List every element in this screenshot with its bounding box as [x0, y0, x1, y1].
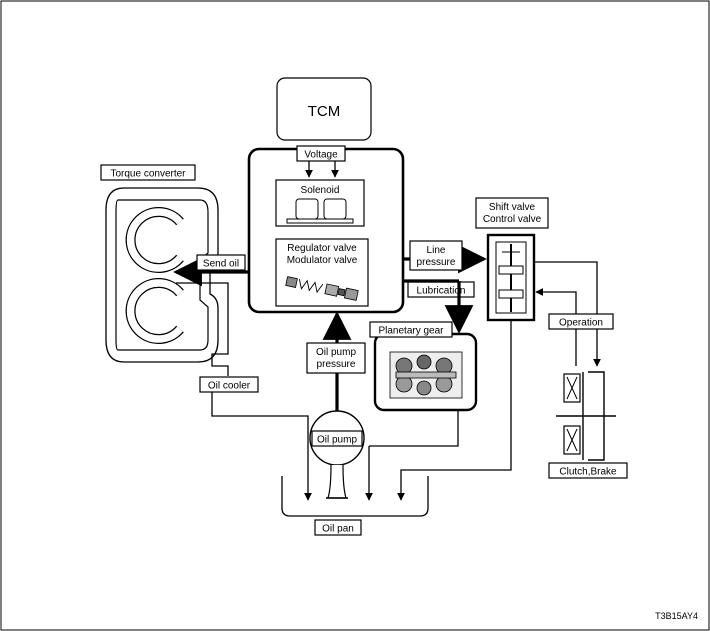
operation-line-out	[534, 261, 601, 367]
line-pressure-label-line1: Line	[427, 245, 446, 256]
torque-converter-icon	[105, 187, 219, 363]
clutch-brake-label: Clutch,Brake	[559, 467, 617, 478]
oil-cooler-label: Oil cooler	[208, 381, 251, 392]
torque-converter-label: Torque converter	[110, 169, 186, 180]
oil-cooler-line	[176, 282, 229, 376]
solenoid-label: Solenoid	[301, 185, 340, 196]
modulator-valve-label: Modulator valve	[287, 255, 358, 266]
operation-line-return	[535, 288, 577, 366]
clutch-brake-label-box	[548, 462, 628, 479]
line-pressure-label-box	[409, 240, 463, 271]
voltage-label-box	[296, 145, 346, 162]
oil-pump-pressure-label-line2: pressure	[317, 359, 356, 370]
planetary-gear-icon	[389, 351, 463, 399]
solenoid-box	[275, 179, 365, 227]
regulator-valve-label: Regulator valve	[287, 243, 357, 254]
shift-valve-label-box	[475, 197, 549, 229]
torque-converter-label-box	[100, 164, 196, 181]
oil-pump-pressure-label-box	[306, 342, 366, 374]
planetary-gear-label: Planetary gear	[378, 326, 444, 337]
shift-valve-icon	[486, 233, 536, 322]
oil-pan-label-box	[314, 519, 362, 536]
operation-label: Operation	[559, 318, 603, 329]
send-oil-label-box	[196, 254, 246, 271]
oil-strainer-icon	[326, 464, 348, 499]
oil-pump-label-box	[311, 430, 363, 447]
oil-pump-label: Oil pump	[317, 435, 357, 446]
control-valve-label: Control valve	[483, 214, 542, 225]
valve-spool-icon	[285, 276, 359, 301]
operation-label-box	[548, 313, 614, 330]
figure-code: T3B15AY4	[655, 611, 698, 621]
lubrication-label: Lubrication	[417, 286, 466, 297]
clutch-brake-icon	[556, 371, 616, 461]
oil-pump-pressure-label-line1: Oil pump	[316, 347, 356, 358]
tcm-label: TCM	[308, 103, 341, 120]
oil-cooler-return-line	[211, 392, 312, 501]
oil-pan-label: Oil pan	[322, 524, 354, 535]
solenoid-icon	[286, 198, 354, 224]
oil-cooler-label-box	[199, 376, 259, 393]
planetary-drain-line	[369, 410, 459, 447]
voltage-label: Voltage	[304, 150, 338, 161]
line-pressure-label-line2: pressure	[417, 257, 456, 268]
planetary-gear-label-box	[369, 321, 453, 338]
send-oil-label: Send oil	[203, 259, 239, 270]
oil-pan-icon	[281, 476, 429, 517]
shift-valve-label: Shift valve	[489, 202, 536, 213]
tcm-box	[276, 77, 372, 141]
shift-valve-return-line	[397, 320, 512, 501]
